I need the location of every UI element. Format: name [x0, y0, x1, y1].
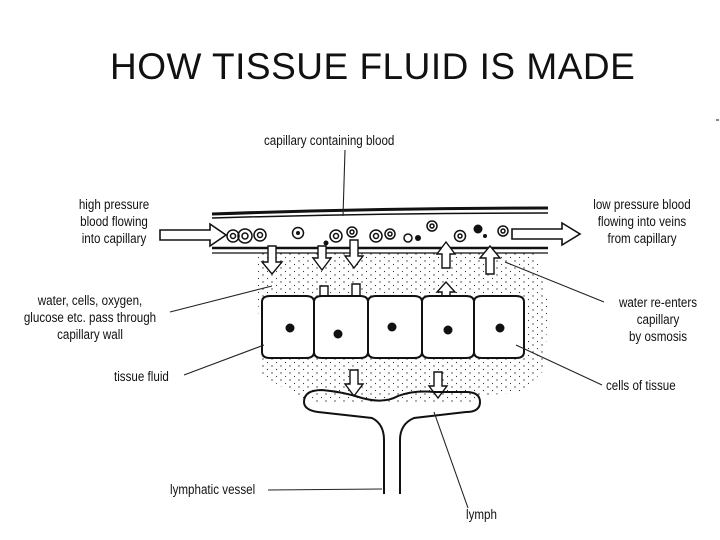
cells-of-tissue-label: cells of tissue: [606, 378, 676, 393]
reenters-line-1: water re-enters: [618, 295, 698, 310]
lymphatic-vessel-label: lymphatic vessel: [170, 482, 256, 497]
pass-through-label: water, cells, oxygen, glucose etc. pass …: [14, 292, 165, 343]
low-pressure-line-1: low pressure blood: [593, 197, 691, 212]
blood-solids: [296, 224, 487, 246]
lymphatic-vessel: [302, 388, 482, 494]
pass-through-line-2: glucose etc. pass through: [23, 310, 157, 325]
high-pressure-line-1: high pressure: [78, 197, 150, 212]
pass-through-line-1: water, cells, oxygen,: [37, 293, 143, 308]
high-pressure-label: high pressure blood flowing into capilla…: [71, 196, 157, 247]
cell-nuclei: [285, 322, 505, 339]
pass-through-line-3: capillary wall: [57, 327, 123, 342]
low-pressure-label: low pressure blood flowing into veins fr…: [582, 196, 702, 247]
reenters-line-3: by osmosis: [628, 329, 688, 344]
outflow-arrow: [511, 221, 582, 247]
lymph-label: lymph: [466, 507, 497, 522]
page-title: HOW TISSUE FLUID IS MADE: [110, 46, 636, 87]
high-pressure-line-2: blood flowing: [80, 214, 148, 229]
reenters-label: water re-enters capillary by osmosis: [608, 294, 708, 345]
high-pressure-line-3: into capillary: [81, 231, 147, 246]
low-pressure-line-3: from capillary: [607, 231, 677, 246]
low-pressure-line-2: flowing into veins: [597, 214, 687, 229]
leader-lines: [169, 119, 719, 509]
reenters-line-2: capillary: [636, 312, 680, 327]
inflow-arrow: [159, 222, 228, 248]
blood-cells: [226, 220, 509, 244]
capillary-label: capillary containing blood: [264, 133, 395, 148]
tissue-fluid-label: tissue fluid: [114, 369, 169, 384]
